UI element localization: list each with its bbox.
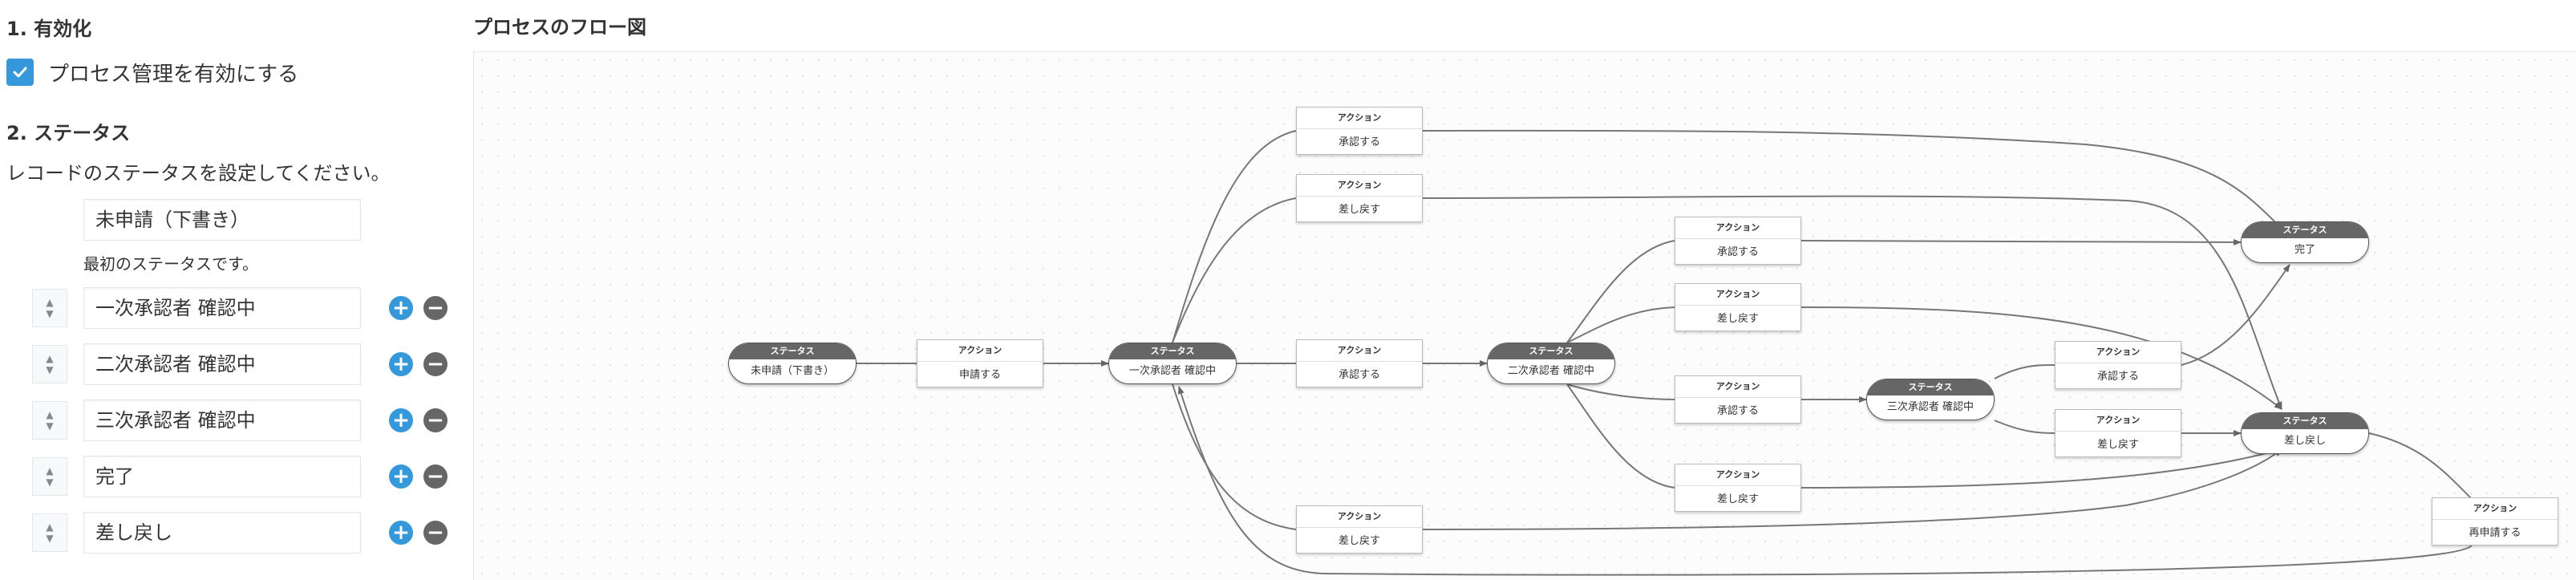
first-status-note: 最初のステータスです。: [83, 254, 258, 274]
action-node-approve[interactable]: アクション 承認する: [1675, 375, 1801, 424]
remove-status-button[interactable]: −: [423, 408, 448, 432]
status-node-second-approver[interactable]: ステータス 二次承認者 確認中: [1487, 343, 1615, 384]
status-input[interactable]: 差し戻し: [83, 512, 361, 554]
status-node-third-approver[interactable]: ステータス 三次承認者 確認中: [1866, 379, 1995, 420]
remove-status-button[interactable]: −: [423, 521, 448, 545]
action-node-approve[interactable]: アクション 承認する: [1296, 339, 1423, 387]
enable-checkbox[interactable]: [6, 59, 34, 86]
action-node-send-back[interactable]: アクション 差し戻す: [2055, 409, 2181, 457]
action-node-send-back[interactable]: アクション 差し戻す: [1675, 464, 1801, 512]
status-description: レコードのステータスを設定してください。: [6, 162, 391, 185]
status-input[interactable]: 三次承認者 確認中: [83, 400, 361, 441]
action-node-resubmit[interactable]: アクション 再申請する: [2432, 497, 2558, 546]
status-node-sent-back[interactable]: ステータス 差し戻し: [2241, 412, 2369, 454]
status-input[interactable]: 完了: [83, 456, 361, 497]
status-input[interactable]: 一次承認者 確認中: [83, 287, 361, 329]
add-status-button[interactable]: +: [389, 521, 413, 545]
reorder-handle-icon[interactable]: ▲▼: [32, 289, 67, 327]
status-node-draft[interactable]: ステータス 未申請（下書き）: [728, 343, 857, 384]
checkmark-icon: [13, 67, 27, 78]
reorder-handle-icon[interactable]: ▲▼: [32, 401, 67, 440]
remove-status-button[interactable]: −: [423, 352, 448, 376]
status-node-complete[interactable]: ステータス 完了: [2241, 221, 2369, 263]
action-node-approve[interactable]: アクション 承認する: [2055, 341, 2181, 389]
action-node-approve[interactable]: アクション 承認する: [1296, 107, 1423, 155]
add-status-button[interactable]: +: [389, 408, 413, 432]
action-node-send-back[interactable]: アクション 差し戻す: [1296, 174, 1423, 222]
add-status-button[interactable]: +: [389, 352, 413, 376]
section-enable-title: 1. 有効化: [6, 18, 92, 40]
remove-status-button[interactable]: −: [423, 464, 448, 489]
action-node-approve[interactable]: アクション 承認する: [1675, 217, 1801, 265]
action-node-send-back[interactable]: アクション 差し戻す: [1296, 505, 1423, 554]
status-input[interactable]: 二次承認者 確認中: [83, 343, 361, 385]
section-status-title: 2. ステータス: [6, 122, 131, 144]
enable-label[interactable]: プロセス管理を有効にする: [48, 63, 299, 87]
flow-diagram-canvas: [473, 51, 2576, 580]
action-node-submit[interactable]: アクション 申請する: [917, 339, 1043, 387]
action-node-send-back[interactable]: アクション 差し戻す: [1675, 283, 1801, 331]
reorder-handle-icon[interactable]: ▲▼: [32, 457, 67, 496]
status-node-first-approver[interactable]: ステータス 一次承認者 確認中: [1108, 343, 1237, 384]
flow-diagram-title: プロセスのフロー図: [473, 16, 646, 39]
first-status-input[interactable]: 未申請（下書き）: [83, 199, 361, 241]
remove-status-button[interactable]: −: [423, 296, 448, 320]
add-status-button[interactable]: +: [389, 296, 413, 320]
reorder-handle-icon[interactable]: ▲▼: [32, 513, 67, 552]
add-status-button[interactable]: +: [389, 464, 413, 489]
reorder-handle-icon[interactable]: ▲▼: [32, 345, 67, 383]
settings-panel: 1. 有効化 プロセス管理を有効にする 2. ステータス レコードのステータスを…: [0, 0, 465, 580]
